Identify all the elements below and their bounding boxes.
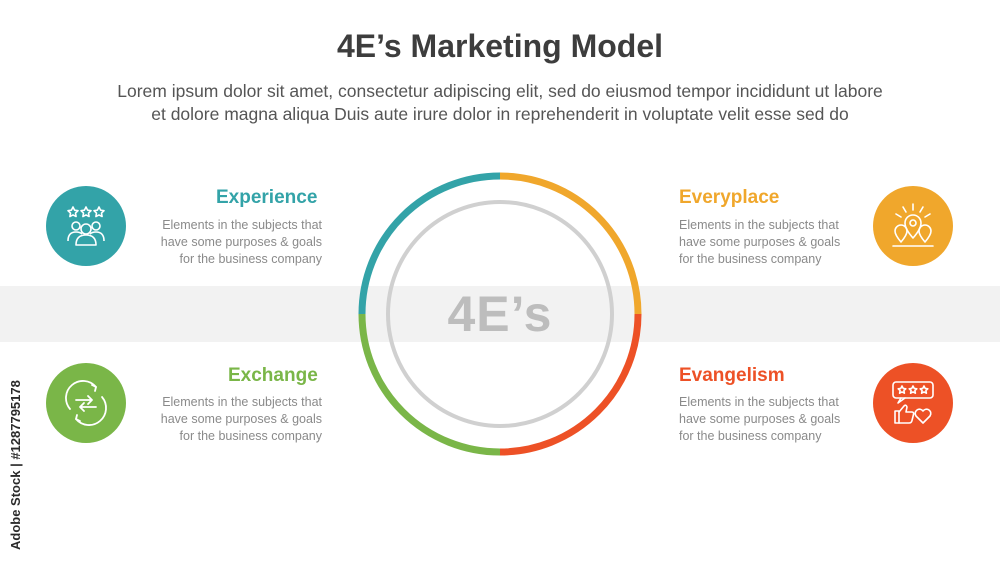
stock-watermark: Adobe Stock | #1287795178	[8, 320, 32, 550]
evangelism-icon-circle	[873, 363, 953, 443]
page-title: 4E’s Marketing Model	[337, 28, 663, 64]
experience-desc-line-2: have some purposes & goals	[160, 235, 322, 249]
exchange-heading: Exchange	[228, 365, 318, 386]
evangelism-heading: Evangelism	[679, 365, 785, 386]
experience-desc-line-3: for the business company	[179, 252, 322, 266]
exchange-description: Elements in the subjects that have some …	[122, 394, 322, 445]
stock-watermark-text: Adobe Stock | #1287795178	[8, 380, 23, 550]
background-band	[0, 286, 1000, 342]
experience-icon-circle	[46, 186, 126, 266]
exchange-desc-line-3: for the business company	[179, 429, 322, 443]
ring-segment-evangelism	[499, 313, 642, 456]
everyplace-desc-line-1: Elements in the subjects that	[679, 218, 839, 232]
people-rating-icon	[67, 206, 105, 246]
experience-description: Elements in the subjects that have some …	[122, 217, 322, 268]
evangelism-desc-line-2: have some purposes & goals	[679, 412, 841, 426]
experience-desc-line-1: Elements in the subjects that	[162, 218, 322, 232]
location-pins-icon	[892, 203, 934, 247]
exchange-icon-circle	[46, 363, 126, 443]
evangelism-description: Elements in the subjects that have some …	[679, 394, 879, 445]
exchange-desc-line-2: have some purposes & goals	[160, 412, 322, 426]
evangelism-desc-line-3: for the business company	[679, 429, 822, 443]
evangelism-desc-line-1: Elements in the subjects that	[679, 395, 839, 409]
ring-segment-experience	[358, 172, 501, 315]
exchange-arrows-icon	[65, 380, 107, 426]
everyplace-heading: Everyplace	[679, 187, 780, 208]
everyplace-desc-line-3: for the business company	[679, 252, 822, 266]
exchange-desc-line-1: Elements in the subjects that	[162, 395, 322, 409]
ring-segment-everyplace	[499, 172, 642, 315]
ring-segment-exchange	[358, 313, 501, 456]
everyplace-desc-line-2: have some purposes & goals	[679, 235, 841, 249]
inner-ring	[386, 200, 614, 428]
everyplace-icon-circle	[873, 186, 953, 266]
subtitle-line-1: Lorem ipsum dolor sit amet, consectetur …	[117, 81, 883, 101]
page-subtitle: Lorem ipsum dolor sit amet, consectetur …	[40, 80, 960, 126]
center-label: 4E’s	[447, 286, 553, 342]
center-ring	[358, 172, 642, 456]
review-like-icon	[892, 381, 934, 424]
experience-heading: Experience	[216, 187, 318, 208]
everyplace-description: Elements in the subjects that have some …	[679, 217, 879, 268]
subtitle-line-2: et dolore magna aliqua Duis aute irure d…	[151, 104, 849, 124]
